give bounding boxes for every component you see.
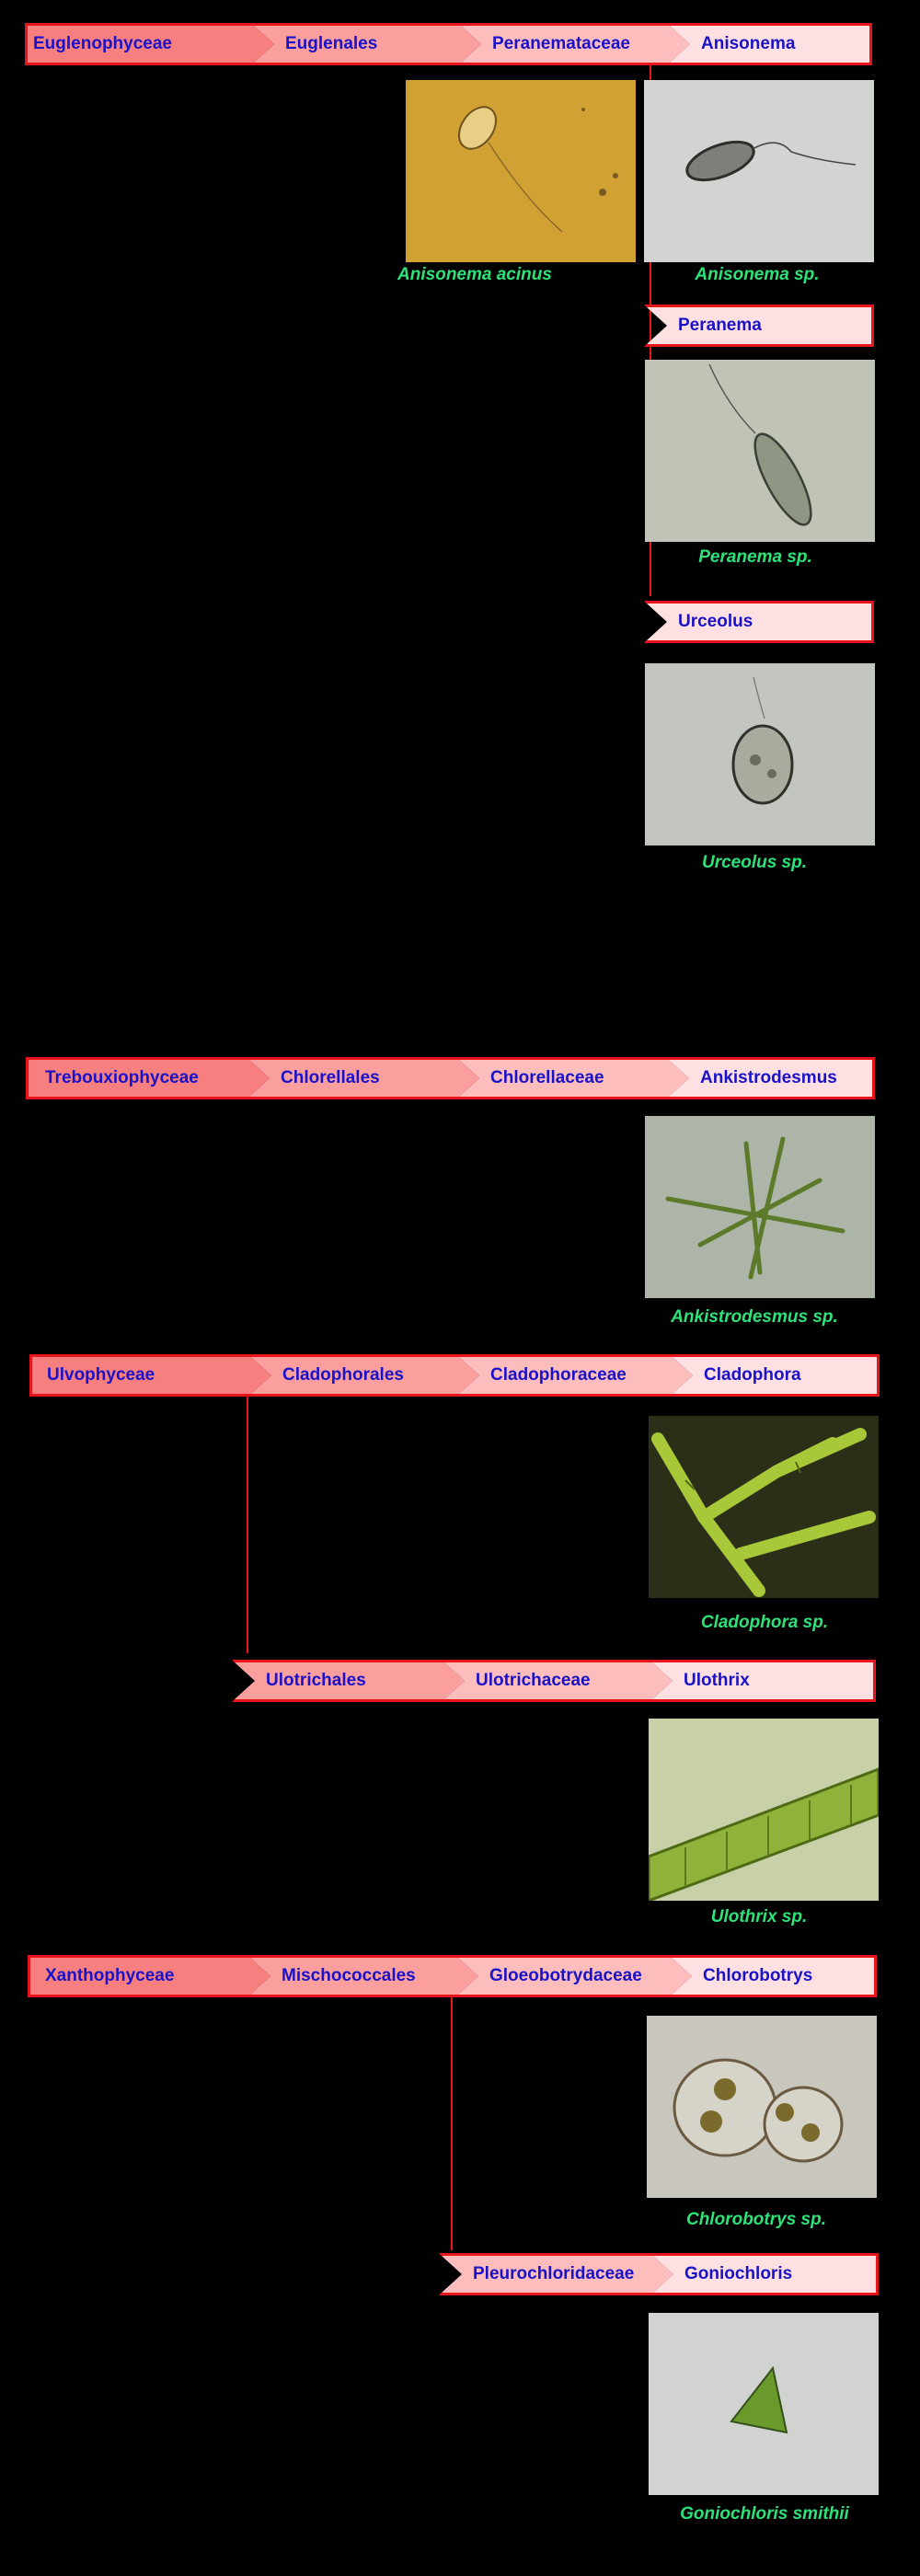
rank-genus[interactable]: Ulothrix xyxy=(652,1662,873,1699)
rank-genus[interactable]: Cladophora xyxy=(673,1357,877,1394)
caption-anisonema-sp: Anisonema sp. xyxy=(695,265,820,284)
rank-label: Xanthophyceae xyxy=(45,1966,175,1985)
rank-order[interactable]: Cladophorales xyxy=(251,1357,479,1394)
taxonomy-bar-euglenophyceae: Euglenophyceae Euglenales Peranemataceae… xyxy=(25,23,872,65)
rank-label: Cladophoraceae xyxy=(490,1365,627,1385)
rank-label: Ulotrichales xyxy=(266,1671,366,1690)
photo-anisonema-sp[interactable] xyxy=(644,80,874,262)
caption-ulothrix-sp: Ulothrix sp. xyxy=(710,1907,808,1926)
rank-class[interactable]: Xanthophyceae xyxy=(30,1958,270,1995)
rank-label: Chlorellaceae xyxy=(490,1068,604,1087)
rank-genus[interactable]: Anisonema xyxy=(670,26,869,63)
photo-anisonema-acinus[interactable] xyxy=(406,80,636,262)
rank-class[interactable]: Trebouxiophyceae xyxy=(29,1060,270,1097)
caption-anisonema-acinus: Anisonema acinus xyxy=(397,265,552,284)
taxonomy-bar-pleurochloridaceae: Pleurochloridaceae Goniochloris xyxy=(439,2253,879,2295)
rank-family[interactable]: Peranemataceae xyxy=(461,26,690,63)
rank-family[interactable]: Pleurochloridaceae xyxy=(442,2256,673,2293)
rank-order[interactable]: Chlorellales xyxy=(249,1060,479,1097)
taxonomy-bar-xanthophyceae: Xanthophyceae Mischococcales Gloeobotryd… xyxy=(28,1955,877,1997)
rank-class[interactable]: Euglenophyceae xyxy=(28,26,274,63)
rank-order[interactable]: Ulotrichales xyxy=(235,1662,465,1699)
tree-connector xyxy=(650,63,651,596)
rank-label: Goniochloris xyxy=(684,2264,793,2283)
caption-peranema-sp: Peranema sp. xyxy=(698,547,812,567)
photo-urceolus-sp[interactable] xyxy=(645,663,875,845)
rank-family[interactable]: Ulotrichaceae xyxy=(444,1662,673,1699)
taxonomy-bar-urceolus: Urceolus xyxy=(644,601,874,643)
rank-label: Trebouxiophyceae xyxy=(45,1068,199,1087)
caption-chlorobotrys-sp: Chlorobotrys sp. xyxy=(685,2210,826,2229)
rank-family[interactable]: Cladophoraceae xyxy=(459,1357,693,1394)
rank-label: Chlorellales xyxy=(281,1068,380,1087)
tree-connector xyxy=(247,1394,248,1653)
rank-label: Euglenophyceae xyxy=(33,34,172,53)
photo-cladophora-sp[interactable] xyxy=(649,1416,879,1598)
rank-genus[interactable]: Urceolus xyxy=(647,604,871,640)
rank-genus[interactable]: Peranema xyxy=(647,307,871,344)
rank-genus[interactable]: Goniochloris xyxy=(653,2256,876,2293)
caption-urceolus-sp: Urceolus sp. xyxy=(701,853,808,872)
photo-goniochloris-smithii[interactable] xyxy=(649,2313,879,2495)
rank-label: Cladophora xyxy=(704,1365,801,1385)
taxonomy-bar-trebouxiophyceae: Trebouxiophyceae Chlorellales Chlorellac… xyxy=(26,1057,875,1099)
taxonomy-bar-ulvophyceae: Ulvophyceae Cladophorales Cladophoraceae… xyxy=(29,1354,880,1397)
rank-label: Anisonema xyxy=(701,34,796,53)
caption-cladophora-sp: Cladophora sp. xyxy=(700,1613,829,1632)
photo-ankistrodesmus-sp[interactable] xyxy=(645,1116,875,1298)
rank-order[interactable]: Euglenales xyxy=(254,26,481,63)
rank-label: Urceolus xyxy=(678,612,753,631)
rank-label: Euglenales xyxy=(285,34,378,53)
rank-label: Ulvophyceae xyxy=(47,1365,155,1385)
caption-ankistrodesmus-sp: Ankistrodesmus sp. xyxy=(671,1307,838,1327)
rank-label: Gloeobotrydaceae xyxy=(489,1966,642,1985)
rank-label: Peranemataceae xyxy=(492,34,630,53)
rank-class[interactable]: Ulvophyceae xyxy=(32,1357,271,1394)
taxonomy-bar-ulotrichales: Ulotrichales Ulotrichaceae Ulothrix xyxy=(232,1660,876,1702)
rank-order[interactable]: Mischococcales xyxy=(250,1958,478,1995)
rank-label: Ulothrix xyxy=(684,1671,750,1690)
photo-ulothrix-sp[interactable] xyxy=(649,1719,879,1901)
rank-label: Peranema xyxy=(678,316,762,335)
caption-goniochloris-smithii: Goniochloris smithii xyxy=(680,2504,849,2524)
photo-peranema-sp[interactable] xyxy=(645,360,875,542)
rank-family[interactable]: Gloeobotrydaceae xyxy=(458,1958,692,1995)
rank-label: Ankistrodesmus xyxy=(700,1068,837,1087)
rank-label: Pleurochloridaceae xyxy=(473,2264,635,2283)
tree-connector xyxy=(451,1995,453,2250)
rank-label: Cladophorales xyxy=(282,1365,404,1385)
rank-label: Chlorobotrys xyxy=(703,1966,813,1985)
rank-label: Mischococcales xyxy=(282,1966,416,1985)
rank-family[interactable]: Chlorellaceae xyxy=(459,1060,689,1097)
taxonomy-bar-peranema: Peranema xyxy=(644,305,874,347)
rank-genus[interactable]: Ankistrodesmus xyxy=(669,1060,872,1097)
photo-chlorobotrys-sp[interactable] xyxy=(647,2016,877,2198)
rank-label: Ulotrichaceae xyxy=(476,1671,591,1690)
rank-genus[interactable]: Chlorobotrys xyxy=(672,1958,874,1995)
